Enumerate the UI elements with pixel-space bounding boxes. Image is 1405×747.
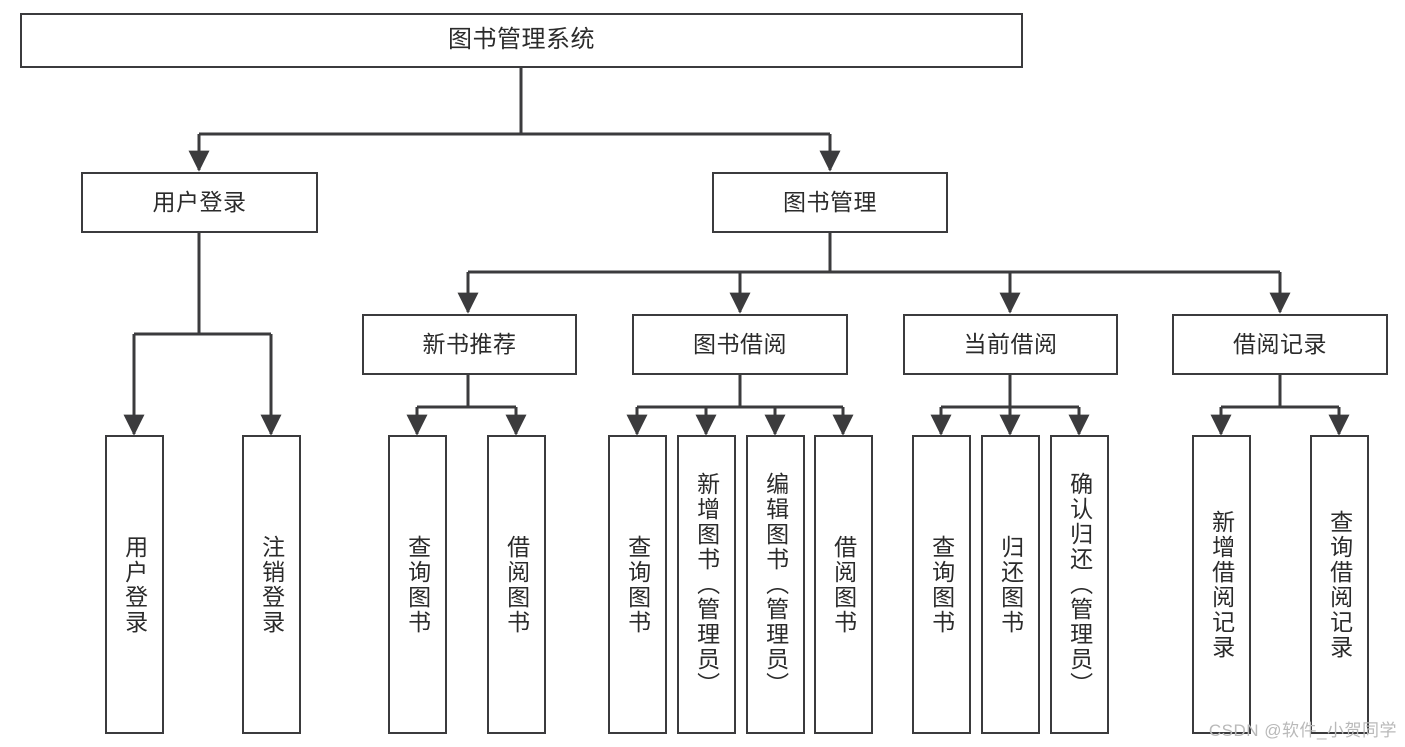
leaf-borrow-book-1[interactable]: 借阅图书 xyxy=(487,435,546,734)
node-book-borrow-label: 图书借阅 xyxy=(693,330,787,357)
node-book-manage[interactable]: 图书管理 xyxy=(712,172,948,233)
node-book-borrow[interactable]: 图书借阅 xyxy=(632,314,848,375)
leaf-query-book-2-label: 查询图书 xyxy=(624,534,651,635)
leaf-edit-book[interactable]: 编辑图书（管理员） xyxy=(746,435,805,734)
node-borrow-record[interactable]: 借阅记录 xyxy=(1172,314,1388,375)
leaf-borrow-book-2-label: 借阅图书 xyxy=(830,534,857,635)
leaf-return-book[interactable]: 归还图书 xyxy=(981,435,1040,734)
leaf-query-book-1-label: 查询图书 xyxy=(404,534,431,635)
node-root[interactable]: 图书管理系统 xyxy=(20,13,1023,68)
node-new-book-recommend-label: 新书推荐 xyxy=(422,330,517,357)
leaf-return-book-label: 归还图书 xyxy=(997,534,1024,635)
leaf-borrow-book-1-label: 借阅图书 xyxy=(503,534,530,635)
node-book-manage-label: 图书管理 xyxy=(783,188,877,215)
leaf-logout-login[interactable]: 注销登录 xyxy=(242,435,301,734)
node-user-login-label: 用户登录 xyxy=(152,188,247,215)
leaf-query-book-1[interactable]: 查询图书 xyxy=(388,435,447,734)
leaf-borrow-book-2[interactable]: 借阅图书 xyxy=(814,435,873,734)
leaf-add-record[interactable]: 新增借阅记录 xyxy=(1192,435,1251,734)
leaf-user-login[interactable]: 用户登录 xyxy=(105,435,164,734)
node-root-label: 图书管理系统 xyxy=(448,26,595,54)
leaf-edit-book-label: 编辑图书（管理员） xyxy=(762,472,789,697)
leaf-logout-login-label: 注销登录 xyxy=(258,534,285,635)
node-new-book-recommend[interactable]: 新书推荐 xyxy=(362,314,577,375)
leaf-add-book-label: 新增图书（管理员） xyxy=(693,472,720,697)
node-user-login[interactable]: 用户登录 xyxy=(81,172,318,233)
leaf-user-login-label: 用户登录 xyxy=(121,534,148,635)
leaf-confirm-return-label: 确认归还（管理员） xyxy=(1066,472,1093,697)
leaf-query-book-3-label: 查询图书 xyxy=(928,534,955,635)
node-current-borrow[interactable]: 当前借阅 xyxy=(903,314,1118,375)
leaf-query-record[interactable]: 查询借阅记录 xyxy=(1310,435,1369,734)
node-borrow-record-label: 借阅记录 xyxy=(1233,330,1327,357)
leaf-confirm-return[interactable]: 确认归还（管理员） xyxy=(1050,435,1109,734)
leaf-add-record-label: 新增借阅记录 xyxy=(1208,509,1235,660)
leaf-query-book-3[interactable]: 查询图书 xyxy=(912,435,971,734)
leaf-query-book-2[interactable]: 查询图书 xyxy=(608,435,667,734)
watermark: CSDN @软件_小贺同学 xyxy=(1208,721,1397,740)
node-current-borrow-label: 当前借阅 xyxy=(963,330,1058,357)
leaf-query-record-label: 查询借阅记录 xyxy=(1326,509,1353,660)
leaf-add-book[interactable]: 新增图书（管理员） xyxy=(677,435,736,734)
